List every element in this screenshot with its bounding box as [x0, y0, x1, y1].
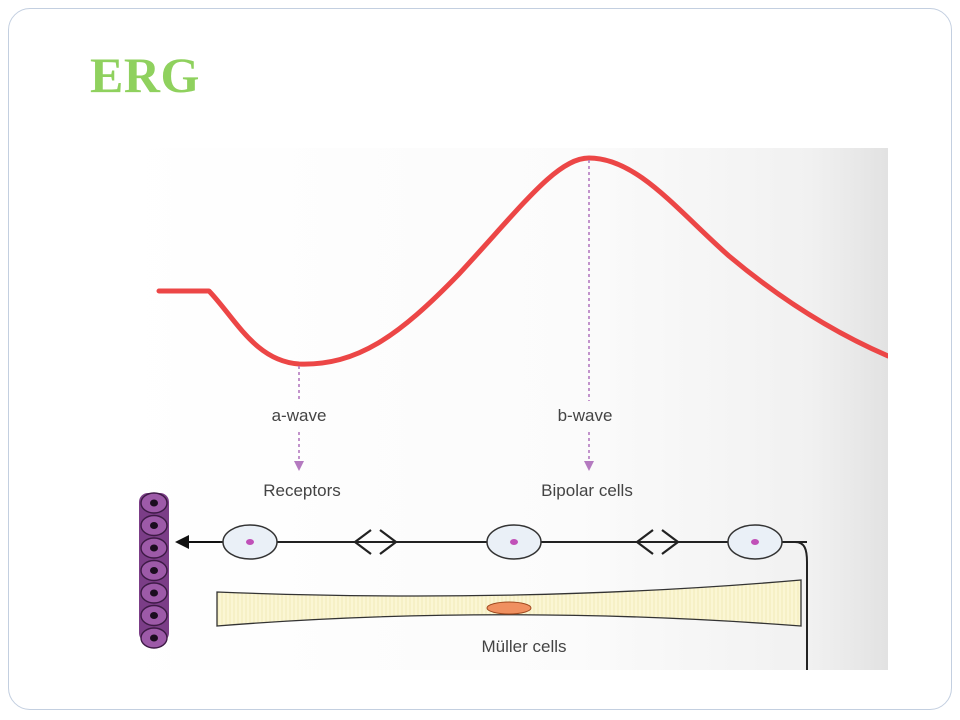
erg-diagram: a-wave Receptors b-wave Bipolar cells	[117, 148, 888, 670]
signal-arrowhead	[175, 535, 189, 549]
b-wave-pointer-arrowhead	[584, 461, 594, 471]
receptor-cell-nucleus	[150, 589, 158, 597]
receptor-cell-nucleus	[150, 634, 158, 642]
muller-cells-label: Müller cells	[481, 637, 566, 656]
bipolar-cells-label: Bipolar cells	[541, 481, 633, 500]
a-wave-label: a-wave	[272, 406, 327, 425]
bipolar-neuron-nucleus	[510, 539, 518, 545]
receptor-cell-nucleus	[150, 499, 158, 507]
synapse-right	[635, 529, 680, 555]
receptor-cell-nucleus	[150, 612, 158, 619]
muller-cell-nucleus	[486, 601, 532, 615]
erg-waveform	[156, 155, 888, 367]
slide-title: ERG	[90, 47, 200, 103]
synapse-left	[353, 529, 398, 555]
ganglion-neuron	[727, 524, 783, 560]
receptor-neuron	[222, 524, 278, 560]
receptors-label: Receptors	[263, 481, 340, 500]
slide-frame	[8, 8, 952, 710]
receptor-cell-nucleus	[150, 567, 158, 574]
ganglion-neuron-nucleus	[751, 539, 759, 545]
receptor-cell-nucleus	[150, 544, 158, 552]
erg-figure: a-wave Receptors b-wave Bipolar cells	[117, 148, 888, 670]
b-wave-label: b-wave	[558, 406, 613, 425]
receptor-neuron-nucleus	[246, 539, 254, 545]
bipolar-neuron	[486, 524, 542, 560]
receptor-cell-nucleus	[150, 522, 158, 529]
receptor-cell-stack	[139, 492, 169, 649]
a-wave-pointer-arrowhead	[294, 461, 304, 471]
